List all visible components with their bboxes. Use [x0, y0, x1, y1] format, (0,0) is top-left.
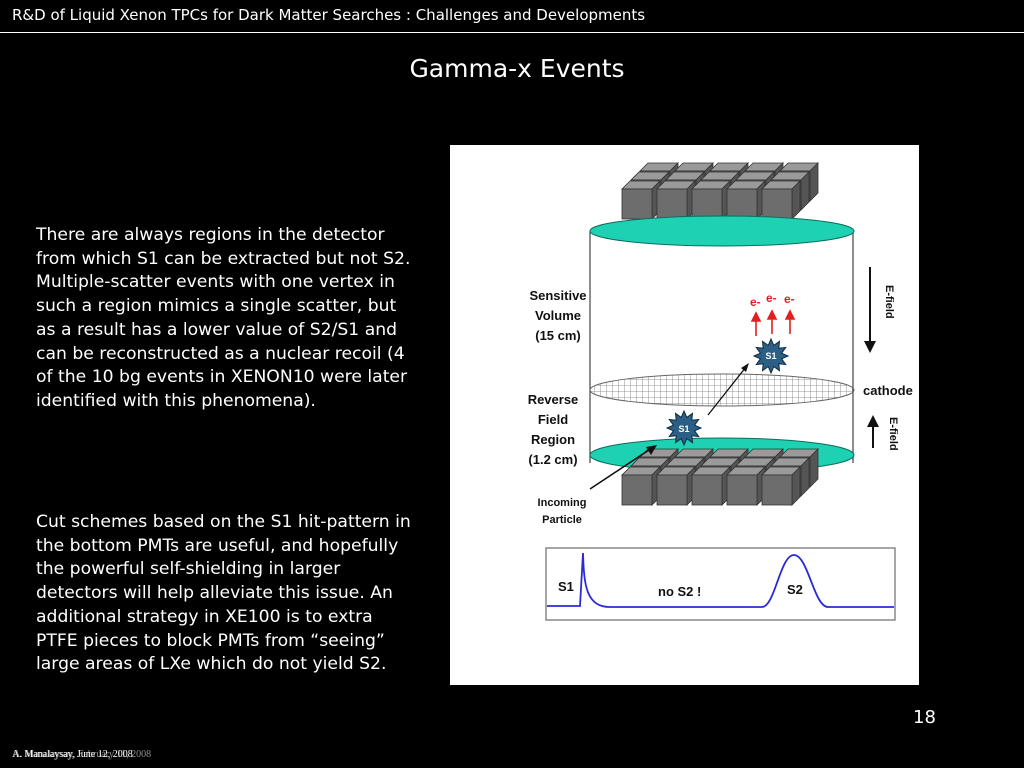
- slide-number: 18: [913, 707, 936, 728]
- waveform-trace: [547, 552, 894, 608]
- pmt-cube: [656, 474, 688, 506]
- incoming-particle-label-2: Particle: [542, 514, 582, 526]
- body-paragraph-1: There are always regions in the detector…: [36, 225, 411, 411]
- body-paragraph-2: Cut schemes based on the S1 hit-pattern …: [36, 512, 411, 675]
- sensitive-volume-label-3: (15 cm): [535, 328, 581, 343]
- e-field-down-arrow-head: [864, 341, 876, 353]
- sensitive-volume-label-1: Sensitive: [529, 288, 586, 303]
- cathode-mesh: [589, 373, 855, 407]
- footer-overlap-text: A. Manalaysay, February 11, 2008: [13, 749, 152, 760]
- presentation-header: R&D of Liquid Xenon TPCs for Dark Matter…: [12, 6, 646, 24]
- cathode-label: cathode: [863, 383, 913, 398]
- waveform-s1-label: S1: [558, 579, 574, 594]
- electron-label-3: e-: [784, 292, 795, 306]
- pmt-cube: [691, 188, 723, 220]
- pmt-cube: [726, 474, 758, 506]
- e-field-up-arrow-head: [867, 415, 879, 427]
- pmt-cube: [656, 188, 688, 220]
- waveform-no-s2-label: no S2 !: [658, 584, 701, 599]
- particle-track-scatter-head: [741, 363, 749, 372]
- slide-title: Gamma-x Events: [409, 54, 625, 83]
- header-divider: [0, 32, 1024, 33]
- waveform-box: [545, 547, 896, 621]
- pmt-cube: [691, 474, 723, 506]
- pmt-cube: [621, 474, 653, 506]
- e-field-label-bottom: E-field: [887, 417, 899, 451]
- waveform-s2-label: S2: [787, 582, 803, 597]
- particle-track-incoming: [589, 447, 653, 490]
- incoming-particle-label-1: Incoming: [538, 497, 587, 509]
- e-field-label-top: E-field: [883, 285, 895, 319]
- s1-star-top: [752, 337, 790, 375]
- reverse-field-label-2: Field: [538, 412, 568, 427]
- particle-track-scatter: [707, 366, 747, 416]
- electron-label-2: e-: [766, 291, 777, 305]
- pmt-cube: [621, 188, 653, 220]
- tpc-diagram-figure: Sensitive Volume (15 cm) Reverse Field R…: [450, 145, 919, 685]
- footer-author: A. Manalaysay, February 11, 2008 A. Mana…: [12, 749, 151, 760]
- pmt-cube: [761, 474, 793, 506]
- reverse-field-label-4: (1.2 cm): [528, 452, 577, 467]
- pmt-cube: [761, 188, 793, 220]
- top-teal-plate: [589, 215, 855, 247]
- reverse-field-label-1: Reverse: [528, 392, 579, 407]
- electron-arrows: [750, 309, 796, 336]
- electron-label-1: e-: [750, 295, 761, 309]
- s1-star-top-label: S1: [765, 351, 776, 361]
- tpc-diagram: Sensitive Volume (15 cm) Reverse Field R…: [528, 162, 913, 621]
- footer-main-text: A. Manalaysay, June 12, 2008: [12, 749, 133, 760]
- s1-star-bottom-label: S1: [678, 424, 689, 434]
- reverse-field-label-3: Region: [531, 432, 575, 447]
- pmt-cube: [726, 188, 758, 220]
- top-pmt-array: [621, 162, 819, 220]
- sensitive-volume-label-2: Volume: [535, 308, 581, 323]
- s1-star-bottom: [665, 409, 703, 447]
- particle-track-incoming-head: [646, 445, 657, 455]
- bottom-pmt-array: [621, 448, 819, 506]
